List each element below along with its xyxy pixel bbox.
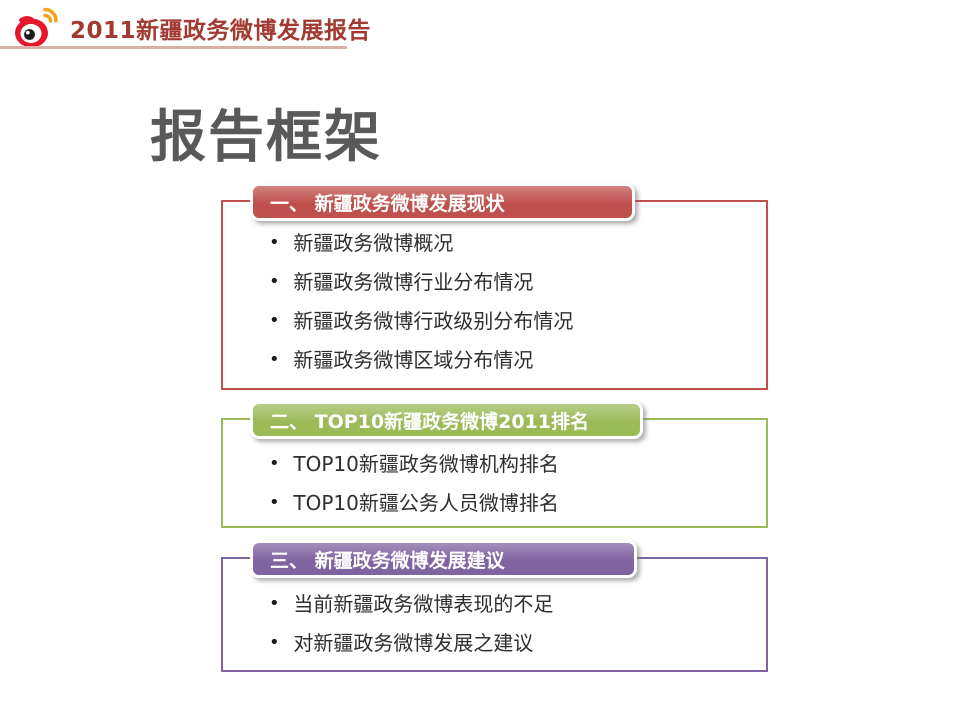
section-development-status-badge: 一、 新疆政务微博发展现状 <box>250 183 635 221</box>
bullet-dot: • <box>269 492 280 513</box>
bullet-item: • 对新疆政务微博发展之建议 <box>269 630 766 656</box>
bullet-list: • TOP10新疆政务微博机构排名 • TOP10新疆公务人员微博排名 <box>223 420 766 516</box>
bullet-item: • 新疆政务微博区域分布情况 <box>269 347 766 373</box>
header-divider <box>0 46 347 49</box>
section-development-suggestions: 三、 新疆政务微博发展建议 • 当前新疆政务微博表现的不足 • 对新疆政务微博发… <box>221 540 768 672</box>
section-top10-ranking-badge: 二、 TOP10新疆政务微博2011排名 <box>250 401 643 439</box>
bullet-dot: • <box>269 453 280 474</box>
report-title: 2011新疆政务微博发展报告 <box>70 18 372 44</box>
bullet-item: • TOP10新疆公务人员微博排名 <box>269 490 766 516</box>
bullet-text: TOP10新疆政务微博机构排名 <box>293 452 559 476</box>
bullet-text: 新疆政务微博行政级别分布情况 <box>293 309 574 333</box>
weibo-logo-icon <box>12 6 62 50</box>
bullet-text: 对新疆政务微博发展之建议 <box>293 631 534 655</box>
bullet-item: • 新疆政务微博行政级别分布情况 <box>269 308 766 334</box>
report-header: 2011新疆政务微博发展报告 <box>12 6 371 50</box>
bullet-text: 新疆政务微博区域分布情况 <box>293 348 534 372</box>
bullet-list: • 新疆政务微博概况 • 新疆政务微博行业分布情况 • 新疆政务微博行政级别分布… <box>223 202 766 373</box>
section-development-status: 一、 新疆政务微博发展现状 • 新疆政务微博概况 • 新疆政务微博行业分布情况 … <box>221 183 768 390</box>
bullet-item: • 新疆政务微博概况 <box>269 230 766 256</box>
section-development-suggestions-badge: 三、 新疆政务微博发展建议 <box>250 540 637 578</box>
bullet-dot: • <box>269 271 280 292</box>
bullet-dot: • <box>269 232 280 253</box>
bullet-item: • TOP10新疆政务微博机构排名 <box>269 451 766 477</box>
page-title: 报告框架 <box>150 105 382 170</box>
section-top10-ranking: 二、 TOP10新疆政务微博2011排名 • TOP10新疆政务微博机构排名 •… <box>221 401 768 528</box>
bullet-item: • 当前新疆政务微博表现的不足 <box>269 591 766 617</box>
bullet-text: 当前新疆政务微博表现的不足 <box>293 592 554 616</box>
bullet-dot: • <box>269 593 280 614</box>
bullet-list: • 当前新疆政务微博表现的不足 • 对新疆政务微博发展之建议 <box>223 559 766 656</box>
bullet-dot: • <box>269 310 280 331</box>
bullet-item: • 新疆政务微博行业分布情况 <box>269 269 766 295</box>
bullet-text: 新疆政务微博行业分布情况 <box>293 270 534 294</box>
bullet-dot: • <box>269 349 280 370</box>
bullet-text: 新疆政务微博概况 <box>293 231 454 255</box>
bullet-text: TOP10新疆公务人员微博排名 <box>293 491 559 515</box>
bullet-dot: • <box>269 632 280 653</box>
